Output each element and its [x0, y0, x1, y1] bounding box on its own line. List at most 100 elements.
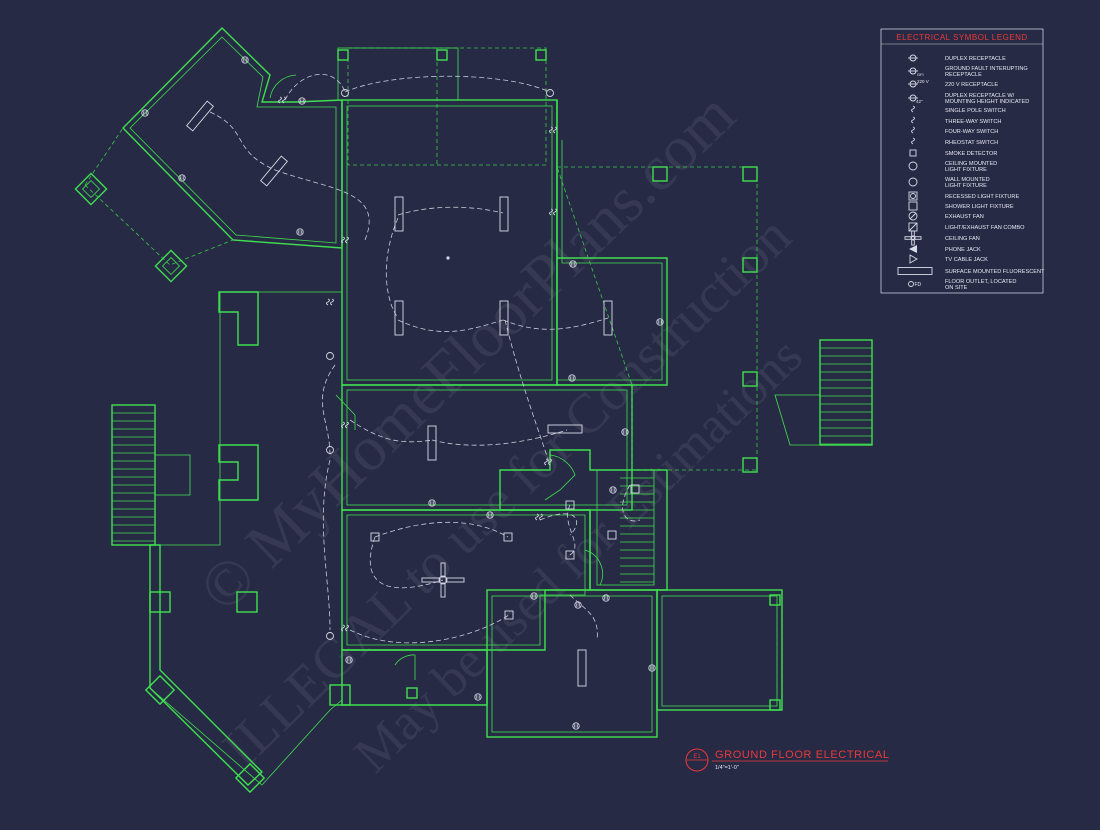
- column: [149, 591, 171, 613]
- column: [742, 457, 758, 473]
- northwest-wing-wall: [122, 27, 343, 249]
- electrical-symbol-legend: ELECTRICAL SYMBOL LEGEND DUPLEX RECEPTAC…: [880, 28, 1045, 294]
- east-stair-landing: [774, 394, 821, 446]
- legend-label: SMOKE DETECTOR: [945, 151, 997, 157]
- west-stair-treads: [112, 412, 155, 542]
- duplex-receptacle-icon: [178, 174, 186, 182]
- 220v-receptacle-icon: 220 V: [908, 79, 929, 88]
- east-room-inner-wall: [557, 140, 663, 381]
- switches: [278, 96, 557, 632]
- three-way-switch-icon: [911, 116, 915, 124]
- legend-row: CEILING FAN: [904, 230, 980, 246]
- west-stair-landing: [154, 454, 191, 496]
- column: [742, 257, 758, 273]
- legend-label: RHEOSTAT SWITCH: [945, 140, 998, 146]
- columns: [74, 49, 758, 794]
- gfi-label: GFI: [917, 72, 924, 77]
- west-stair-outline: [111, 404, 156, 546]
- entry-post: [406, 687, 418, 699]
- callout-number: E1: [693, 754, 701, 760]
- switch-icon: [535, 513, 543, 521]
- duplex-receptacle-icon: [486, 511, 494, 519]
- fluorescent-fixture-icon: [186, 100, 214, 132]
- shower-light-icon: [908, 201, 918, 211]
- fluorescent-fixture-icon: [394, 300, 404, 336]
- switch-icon: [341, 421, 349, 429]
- surface-fluorescent-icon: [897, 267, 933, 275]
- legend-label: THREE-WAY SWITCH: [945, 119, 1001, 125]
- legend-label: SHOWER LIGHT FIXTURE: [945, 204, 1014, 210]
- west-stairs: [111, 404, 191, 546]
- garage-door-post: [769, 699, 781, 711]
- column: [234, 762, 266, 794]
- west-porch-rail: [149, 544, 264, 786]
- legend-row: FOUR-WAY SWITCH: [911, 126, 998, 135]
- legend-border: [880, 28, 1044, 294]
- duplex-receptacle-icon: [241, 56, 249, 64]
- legend-label: TV CABLE JACK: [945, 257, 988, 263]
- rheostat-switch-icon: [911, 137, 915, 145]
- legend-label: RECESSED LIGHT FIXTURE: [945, 194, 1019, 200]
- fluorescent-fixture-icon: [260, 155, 288, 187]
- doors: [269, 74, 604, 699]
- column: [74, 172, 108, 206]
- duplex-receptacle-icon: [474, 693, 482, 701]
- legend-label: LIGHT FIXTURE: [945, 167, 987, 173]
- legend-row: THREE-WAY SWITCH: [911, 116, 1001, 125]
- legend-label: FLOOR OUTLET, LOCATED: [945, 279, 1016, 285]
- tv-cable-jack-icon: [909, 254, 918, 264]
- column-inner: [81, 179, 101, 199]
- duplex-receptacle-icon: [609, 486, 617, 494]
- fluorescent-fixture-icon: [577, 649, 587, 687]
- legend-row: RECESSED LIGHT FIXTURE: [908, 191, 1019, 201]
- four-way-switch-icon: [911, 126, 915, 134]
- duplex-receptacle-icon: [345, 656, 353, 664]
- recessed-light-icon: [630, 484, 640, 494]
- legend-label: LIGHT FIXTURE: [945, 183, 987, 189]
- duplex-receptacle-icon: [621, 428, 629, 436]
- light-exhaust-combo-icon: [908, 222, 918, 232]
- exhaust-fan-icon: [908, 211, 918, 221]
- interior-stairs: [620, 477, 654, 583]
- legend-row: SINGLE POLE SWITCH: [911, 105, 1006, 114]
- switch-icon: [341, 236, 349, 244]
- column: [329, 684, 351, 706]
- west-porch-outline: [149, 291, 343, 786]
- ceiling-fan-icon: [421, 562, 465, 598]
- watermark: © MyHomeFloorPlans.com ILLEGAL to use fo…: [185, 78, 813, 783]
- column: [337, 49, 349, 61]
- wall-light-icon: [908, 177, 918, 187]
- legend-label: DUPLEX RECEPTACLE W/: [945, 93, 1015, 99]
- duplex-receptacle-icon: [648, 664, 656, 672]
- garage-door-post: [769, 594, 781, 606]
- recessed-light-icon: [607, 530, 617, 540]
- fd-label: FD: [915, 282, 922, 288]
- legend-label: 220 V RECEPTACLE: [945, 82, 998, 88]
- receptacles: [141, 56, 664, 730]
- garage-wall: [656, 589, 783, 711]
- hall-inner-wall: [346, 389, 628, 506]
- duplex-receptacle-height-icon: 42": [908, 94, 923, 104]
- legend-row: EXHAUST FAN: [908, 211, 984, 221]
- door-swing: [394, 654, 416, 680]
- door-swing: [335, 394, 356, 430]
- legend-label: CEILING FAN: [945, 236, 980, 242]
- fluorescent-fixture-icon: [427, 425, 437, 461]
- fluorescent-fixture-icon: [603, 300, 613, 336]
- duplex-receptacle-icon: [656, 318, 664, 326]
- south-bedroom-inner-wall: [491, 595, 653, 733]
- legend-label: WALL MOUNTED: [945, 177, 990, 183]
- phone-jack-icon: [909, 245, 917, 253]
- column: [154, 249, 188, 283]
- northwest-deck-edge-2: [84, 184, 234, 266]
- duplex-receptacle-icon: [568, 374, 576, 382]
- recessed-light-icon: [565, 500, 575, 510]
- legend-row: TV CABLE JACK: [909, 254, 988, 264]
- wall-light-icon: [326, 632, 334, 640]
- drawing-scale: 1/4"=1'-0": [715, 765, 739, 771]
- legend-label: SURFACE MOUNTED FLUORESCENT: [945, 269, 1045, 275]
- ceiling-box-icon: [446, 256, 450, 260]
- duplex-receptacle-icon: [602, 594, 610, 602]
